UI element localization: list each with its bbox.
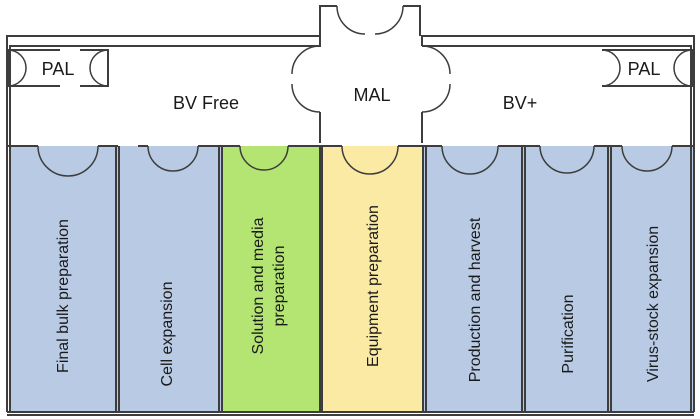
room-label-equipment: Equipment preparation <box>365 205 382 367</box>
room-fill-production-harvest <box>424 146 524 412</box>
room-label-virus-stock: Virus-stock expansion <box>645 226 662 382</box>
bv-plus-label: BV+ <box>503 93 538 113</box>
mal-label: MAL <box>353 85 390 105</box>
bv-free-label: BV Free <box>173 93 239 113</box>
room-label-purification: Purification <box>560 294 577 373</box>
room-fill-solution-media <box>221 146 321 412</box>
room-fill-equipment <box>321 146 424 412</box>
room-label-production-harvest: Production and harvest <box>467 217 484 382</box>
room-fill-final-bulk <box>9 146 118 412</box>
room-label-cell-expansion: Cell expansion <box>159 282 176 387</box>
room-fill-cell-expansion <box>118 146 221 412</box>
room-label-solution-line2: preparation <box>271 246 288 327</box>
walls <box>6 5 695 416</box>
pal-left-label: PAL <box>42 59 75 79</box>
room-fill-virus-stock <box>610 146 693 412</box>
doors <box>7 5 693 177</box>
pal-right-label: PAL <box>628 59 661 79</box>
room-label-final-bulk: Final bulk preparation <box>55 219 72 373</box>
room-label-solution-line1: Solution and media <box>250 217 267 354</box>
room-fill-purification <box>524 146 610 412</box>
